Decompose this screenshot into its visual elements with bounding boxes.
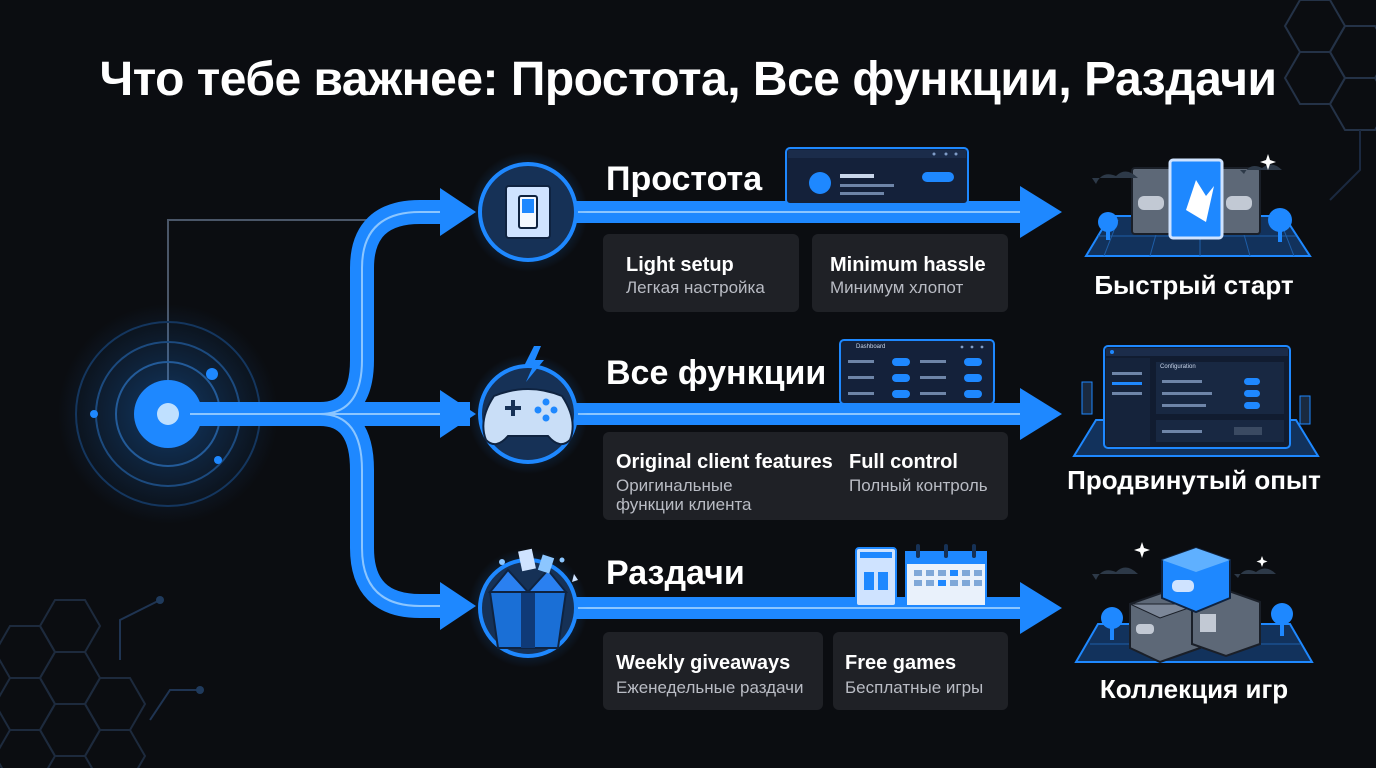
card-subtitle: Полный контроль [849,476,988,495]
feature-card-weekly-giveaways: Weekly giveaways Еженедельные раздачи [603,632,823,710]
dashboard-icon [839,339,995,405]
gift-box-icon [468,548,588,668]
configuration-label: Configuration [1160,364,1196,370]
result-quick-start: Быстрый старт [1094,270,1294,300]
hexagon-decoration-top [1283,0,1376,201]
page-title: Что тебе важнее: Простота, Все функции, … [99,53,1277,106]
light-switch-icon [468,152,588,272]
result-advanced-experience: Продвинутый опыт [1067,465,1321,495]
game-cards-icon [1084,154,1312,257]
hexagon-decoration-bottom [0,596,204,768]
branch-title-all-features: Все функции [606,354,827,392]
card-subtitle: Легкая настройка [626,278,765,297]
gift-card-icon [855,547,897,607]
result-game-collection: Коллекция игр [1099,674,1289,704]
card-title: Full control [849,451,958,473]
branch-title-giveaways: Раздачи [606,554,745,592]
feature-card-original-client: Original client features Оригинальные фу… [603,432,1008,520]
flow-arrows [190,186,1062,634]
settings-dashboard-illustration [1072,345,1320,457]
gamepad-icon [468,346,588,474]
hub-icon [58,304,278,524]
settings-window-mockup [785,147,969,205]
card-title: Free games [845,652,957,674]
card-subtitle: Минимум хлопот [830,278,964,297]
card-subtitle: Оригинальные функции клиента [616,476,752,514]
feature-card-minimum-hassle: Minimum hassle Минимум хлопот [812,234,1008,312]
card-title: Light setup [626,254,734,276]
dashboard-label: Dashboard [856,344,886,350]
card-subtitle: Бесплатные игры [845,678,984,697]
card-title: Minimum hassle [830,254,986,276]
card-subtitle: Еженедельные раздачи [616,678,804,697]
card-title: Original client features [616,451,833,473]
feature-card-free-games: Free games Бесплатные игры [833,632,1008,710]
feature-card-light-setup: Light setup Легкая настройка [603,234,799,312]
card-title: Weekly giveaways [616,652,791,674]
branch-title-simplicity: Простота [606,160,763,198]
game-boxes-icon [1074,542,1314,664]
calendar-icon [905,544,987,607]
